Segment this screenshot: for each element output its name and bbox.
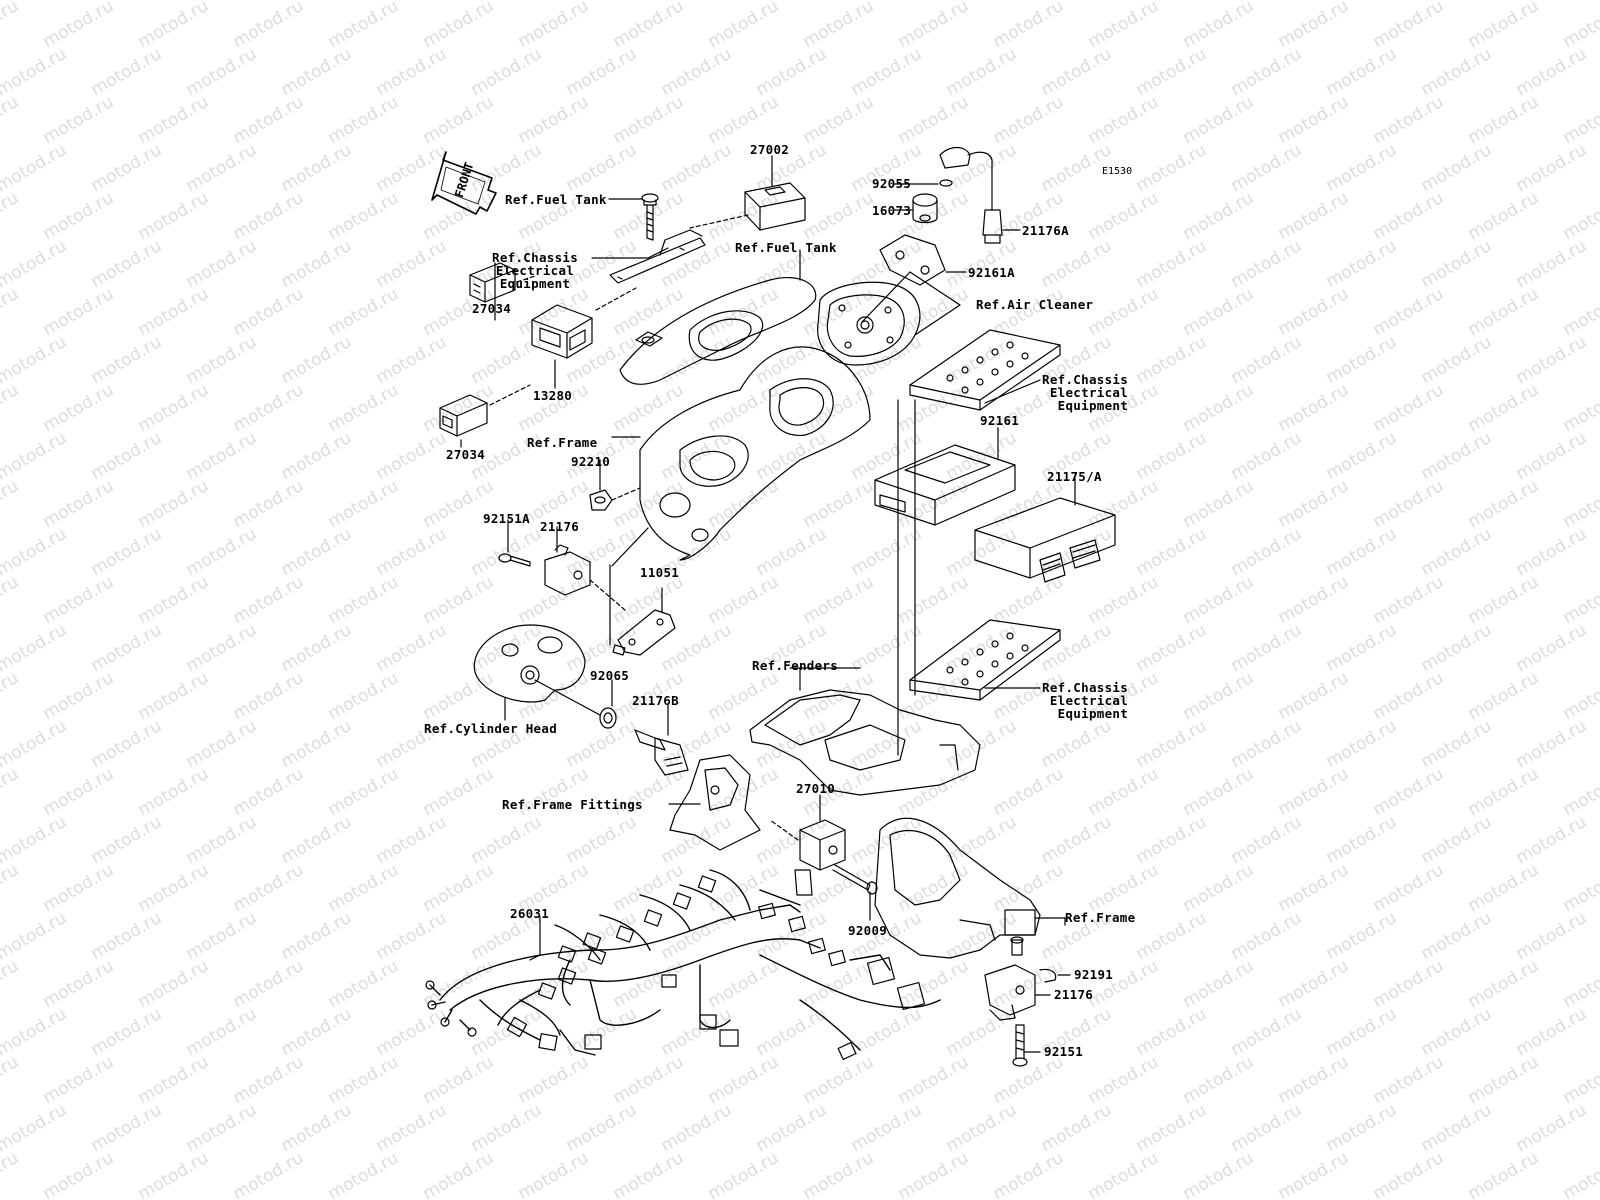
wire-harness-26031 [429, 869, 941, 1056]
relay-27034-a [469, 262, 516, 303]
nut-92210 [589, 489, 613, 511]
label-21175A: 21175/A [1047, 469, 1102, 484]
relay-27002 [744, 182, 806, 231]
frame-body [639, 346, 871, 561]
clip-92191 [1039, 968, 1057, 983]
diagram-code: E1530 [1102, 166, 1133, 177]
label-11051: 11051 [640, 565, 680, 580]
label-26031: 26031 [510, 906, 550, 921]
label-ref-fuel-tank-2: Ref.Fuel Tank [735, 240, 837, 255]
sensor-21176B [634, 729, 689, 776]
label-21176B: 21176B [632, 693, 679, 708]
frame-fittings-bracket [669, 754, 761, 851]
bolt-92151 [1012, 1024, 1028, 1067]
label-92065: 92065 [590, 668, 630, 683]
label-ref-frame-1: Ref.Frame [527, 435, 598, 450]
rear-frame [874, 817, 1041, 959]
label-27034-a: 27034 [472, 301, 512, 316]
label-27034-b: 27034 [446, 447, 486, 462]
air-cleaner-base [817, 281, 921, 366]
relay-27010 [794, 819, 846, 896]
label-ref-cylinder-head: Ref.Cylinder Head [424, 721, 558, 736]
label-92151A: 92151A [483, 511, 530, 526]
label-21176-a: 21176 [540, 519, 580, 534]
sensor-21176-left [544, 544, 591, 596]
label-ref-chassis-1: Ref.Chassis Electrical Equipment [492, 250, 579, 291]
label-92210: 92210 [571, 454, 611, 469]
bracket-92161A [879, 234, 946, 286]
fenders [749, 689, 981, 796]
sensor-21176-right [984, 964, 1036, 1021]
fuel-tank-bottom [619, 276, 817, 385]
label-92161A: 92161A [968, 265, 1015, 280]
label-ref-chassis-2: Ref.Chassis Electrical Equipment [1042, 372, 1129, 413]
label-21176-b: 21176 [1054, 987, 1094, 1002]
housing-92161 [874, 444, 1016, 526]
tray-chassis-3 [909, 619, 1061, 701]
sensor-21176A [939, 146, 1003, 244]
bolt-92151A [498, 553, 531, 567]
label-16073: 16073 [872, 203, 912, 218]
label-ref-air-cleaner: Ref.Air Cleaner [976, 297, 1094, 312]
screw-92009 [832, 864, 878, 895]
nut-16073 [912, 193, 938, 224]
label-ref-fenders: Ref.Fenders [752, 658, 839, 673]
label-92009: 92009 [848, 923, 888, 938]
cylinder-head [473, 624, 586, 703]
connector-13280 [531, 304, 593, 359]
label-ref-chassis-3: Ref.Chassis Electrical Equipment [1042, 680, 1129, 721]
label-27002: 27002 [750, 142, 790, 157]
label-92161: 92161 [980, 413, 1020, 428]
bracket-chassis-1 [609, 229, 706, 284]
label-92151: 92151 [1044, 1044, 1084, 1059]
tray-chassis-2 [909, 329, 1061, 411]
bolt-fuel-tank [641, 193, 659, 241]
label-27010: 27010 [796, 781, 836, 796]
oring-92055 [939, 179, 953, 187]
label-92055: 92055 [872, 176, 912, 191]
bracket-11051 [617, 609, 676, 656]
label-92191: 92191 [1074, 967, 1114, 982]
label-21176A: 21176A [1022, 223, 1069, 238]
bolt-92191 [1010, 936, 1024, 956]
label-ref-frame-2: Ref.Frame [1065, 910, 1136, 925]
relay-27034-b [439, 394, 488, 437]
front-arrow-icon [431, 151, 497, 215]
label-ref-frame-fittings: Ref.Frame Fittings [502, 797, 643, 812]
bolt-small [612, 644, 626, 656]
harness-connectors [425, 875, 926, 1060]
label-ref-fuel-tank-1: Ref.Fuel Tank [505, 192, 607, 207]
ecu-21175A [974, 497, 1116, 583]
washer-92065 [599, 707, 617, 729]
label-13280: 13280 [533, 388, 573, 403]
